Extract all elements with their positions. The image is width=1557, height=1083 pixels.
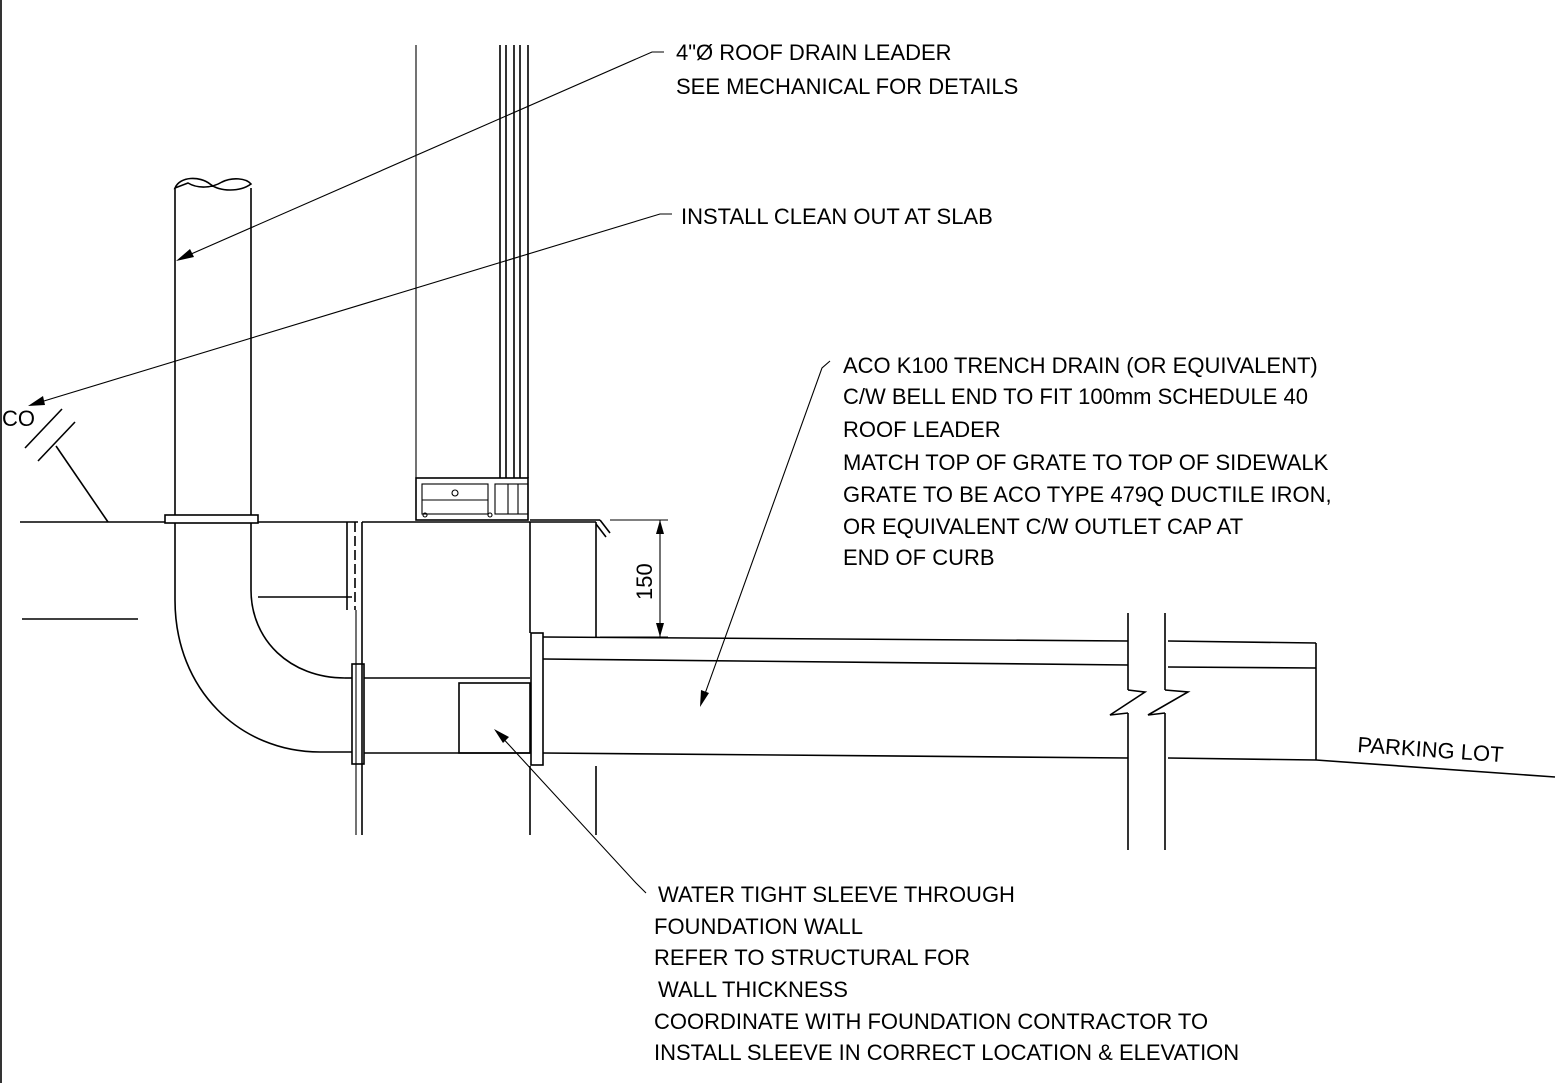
svg-text:SEE MECHANICAL FOR DETAILS: SEE MECHANICAL FOR DETAILS: [676, 74, 1018, 99]
note-clean-out: INSTALL CLEAN OUT AT SLAB: [681, 204, 993, 229]
note-roof-drain-leader: 4"Ø ROOF DRAIN LEADER SEE MECHANICAL FOR…: [676, 40, 1018, 99]
roof-drain-leader-pipe: [164, 177, 530, 765]
note-sleeve: WATER TIGHT SLEEVE THROUGH FOUNDATION WA…: [654, 882, 1239, 1065]
svg-text:REFER TO STRUCTURAL FOR: REFER TO STRUCTURAL FOR: [654, 945, 970, 970]
svg-text:END OF CURB: END OF CURB: [843, 545, 995, 570]
svg-text:GRATE TO BE ACO TYPE 479Q DUCT: GRATE TO BE ACO TYPE 479Q DUCTILE IRON,: [843, 482, 1332, 507]
svg-text:ACO K100 TRENCH DRAIN (OR EQUI: ACO K100 TRENCH DRAIN (OR EQUIVALENT): [843, 353, 1318, 378]
svg-text:OR EQUIVALENT C/W OUTLET CAP A: OR EQUIVALENT C/W OUTLET CAP AT: [843, 514, 1243, 539]
trench-drain: [542, 636, 1317, 761]
leader-roof-drain: [176, 51, 664, 261]
dimension-label: 150: [632, 563, 657, 600]
svg-text:ROOF LEADER: ROOF LEADER: [843, 417, 1001, 442]
trench-drain-flange: [530, 632, 544, 766]
cleanout-tag: CO: [2, 406, 35, 431]
leader-clean-out: [28, 213, 672, 406]
break-line-symbol: [1109, 613, 1191, 850]
svg-text:WATER TIGHT SLEEVE THROUGH: WATER TIGHT SLEEVE THROUGH: [658, 882, 1015, 907]
note-trench-drain: ACO K100 TRENCH DRAIN (OR EQUIVALENT) C/…: [843, 353, 1332, 570]
curtain-wall-frame: [415, 45, 529, 521]
svg-text:MATCH TOP OF GRATE TO TOP OF S: MATCH TOP OF GRATE TO TOP OF SIDEWALK: [843, 450, 1329, 475]
sidewalk-edge: [530, 519, 611, 538]
leader-trench-drain: [700, 360, 831, 707]
leader-sleeve: [494, 729, 647, 894]
parking-lot-grade: [1315, 759, 1556, 778]
cleanout-symbol: [24, 408, 109, 523]
parking-lot-label: PARKING LOT: [1357, 732, 1505, 767]
svg-text:INSTALL SLEEVE IN CORRECT LOCA: INSTALL SLEEVE IN CORRECT LOCATION & ELE…: [654, 1040, 1239, 1065]
svg-text:4"Ø ROOF DRAIN LEADER: 4"Ø ROOF DRAIN LEADER: [676, 40, 952, 65]
svg-text:WALL THICKNESS: WALL THICKNESS: [658, 977, 848, 1002]
svg-text:C/W BELL END TO FIT 100mm SCHE: C/W BELL END TO FIT 100mm SCHEDULE 40: [843, 384, 1308, 409]
svg-text:FOUNDATION WALL: FOUNDATION WALL: [654, 914, 863, 939]
foundation-wall: [346, 521, 597, 835]
svg-text:COORDINATE WITH FOUNDATION CON: COORDINATE WITH FOUNDATION CONTRACTOR TO: [654, 1009, 1208, 1034]
svg-text:INSTALL CLEAN OUT AT SLAB: INSTALL CLEAN OUT AT SLAB: [681, 204, 993, 229]
water-tight-sleeve: [458, 682, 531, 754]
